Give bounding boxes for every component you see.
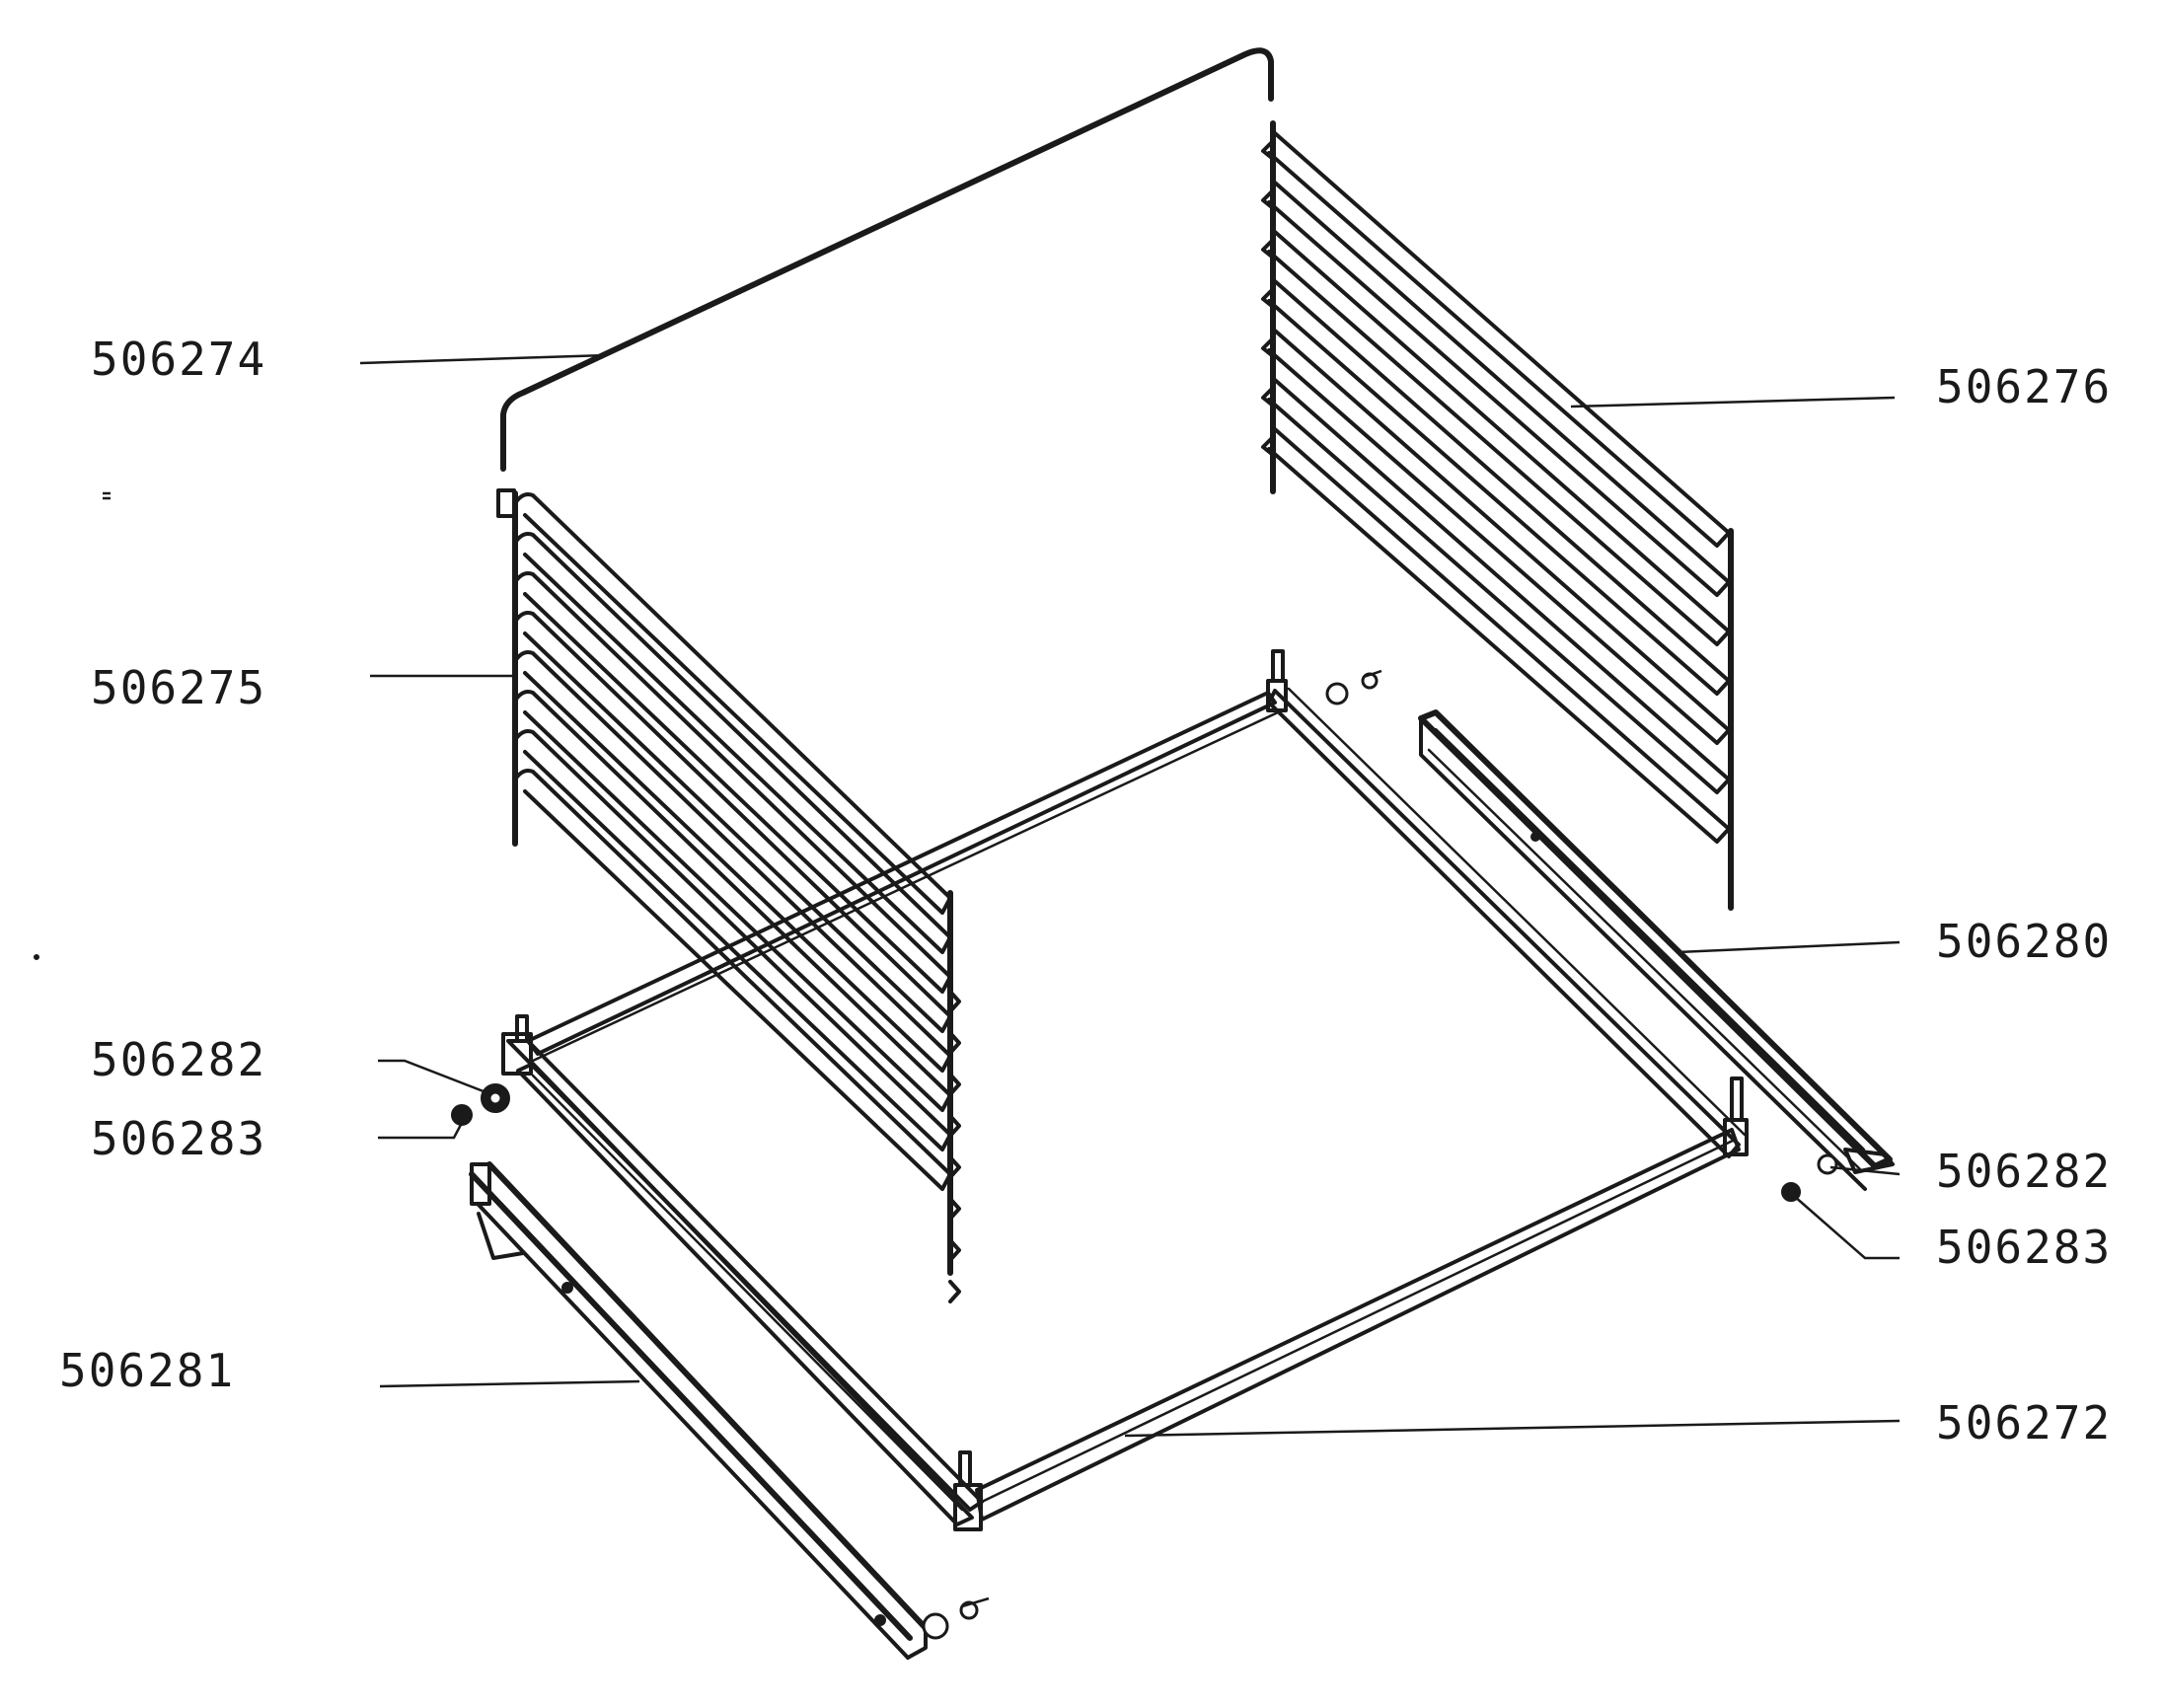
rack-rung (1267, 427, 1731, 844)
rack-hook (1261, 188, 1275, 210)
rack-hook (1261, 139, 1275, 161)
rack-hook (1261, 336, 1275, 358)
label-506280: 506280 (1936, 915, 2112, 968)
rack-rung (513, 729, 952, 1151)
rack-rung (1267, 230, 1731, 646)
label-506281: 506281 (59, 1344, 235, 1397)
fastener-rear-pair (1325, 669, 1382, 705)
label-506282-right: 506282 (1936, 1145, 2112, 1198)
label-506275: 506275 (91, 661, 266, 714)
rack-rung (1267, 279, 1731, 696)
rack-hook (948, 1238, 961, 1262)
label-506283-left: 506283 (91, 1112, 266, 1165)
rack-rung (513, 611, 952, 1033)
label-506274: 506274 (91, 333, 266, 386)
label-506276: 506276 (1936, 360, 2112, 413)
left-shelf-rack (496, 488, 961, 1303)
rack-rung (513, 769, 952, 1191)
rack-hook (1261, 386, 1275, 408)
rack-rung (1267, 131, 1731, 548)
label-506272: 506272 (1936, 1396, 2112, 1449)
base-frame (501, 649, 1749, 1531)
rack-hook (948, 1280, 961, 1303)
rack-rung (513, 650, 952, 1073)
rack-rung (513, 492, 952, 915)
rack-rung (513, 571, 952, 994)
rack-rung (1267, 181, 1731, 597)
leader-lines (359, 353, 1901, 1438)
rack-hook (948, 1031, 961, 1055)
scan-specks (34, 491, 111, 960)
label-506283-right: 506283 (1936, 1221, 2112, 1274)
right-runner (1418, 709, 1895, 1191)
label-506282-left: 506282 (91, 1033, 266, 1086)
right-shelf-rack (1261, 120, 1734, 911)
rack-hook (948, 1155, 961, 1179)
rack-rung (1267, 378, 1731, 794)
top-wire-rod (500, 47, 1274, 472)
fastener-washer-left (481, 1083, 510, 1113)
rack-hook (948, 990, 961, 1013)
fastener-screw-left (451, 1104, 473, 1126)
fastener-washer-right (1817, 1153, 1838, 1175)
rack-hook (1261, 238, 1275, 260)
rack-hook (1261, 287, 1275, 309)
rack-rung (513, 690, 952, 1112)
rack-rung (513, 532, 952, 954)
rack-hook (948, 1073, 961, 1096)
rack-hook (948, 1114, 961, 1138)
rack-hook (948, 1197, 961, 1221)
rack-rung (1267, 329, 1731, 745)
left-runner (469, 1161, 929, 1660)
rack-hook (1261, 435, 1275, 457)
fastener-front-pair (922, 1597, 990, 1640)
